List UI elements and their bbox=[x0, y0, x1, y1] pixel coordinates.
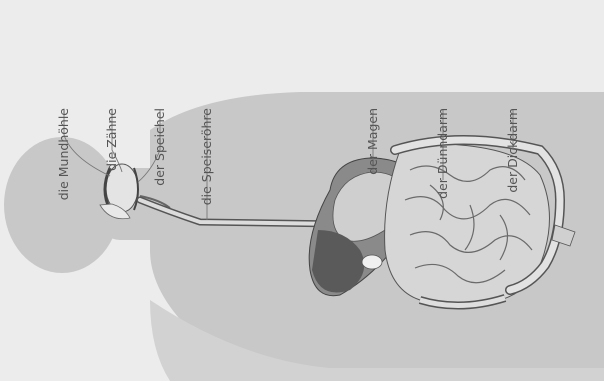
label-esophagus: die Speiseröhre bbox=[199, 108, 214, 206]
label-mouth-cavity: die Mundhöhle bbox=[56, 108, 71, 201]
label-teeth: die Zähne bbox=[104, 108, 119, 171]
label-large-intestine: der Dickdarm bbox=[505, 108, 520, 193]
label-stomach: der Magen bbox=[365, 108, 380, 175]
label-saliva: der Speichel bbox=[152, 108, 167, 186]
label-small-intestine: der Dünndarm bbox=[435, 108, 450, 199]
